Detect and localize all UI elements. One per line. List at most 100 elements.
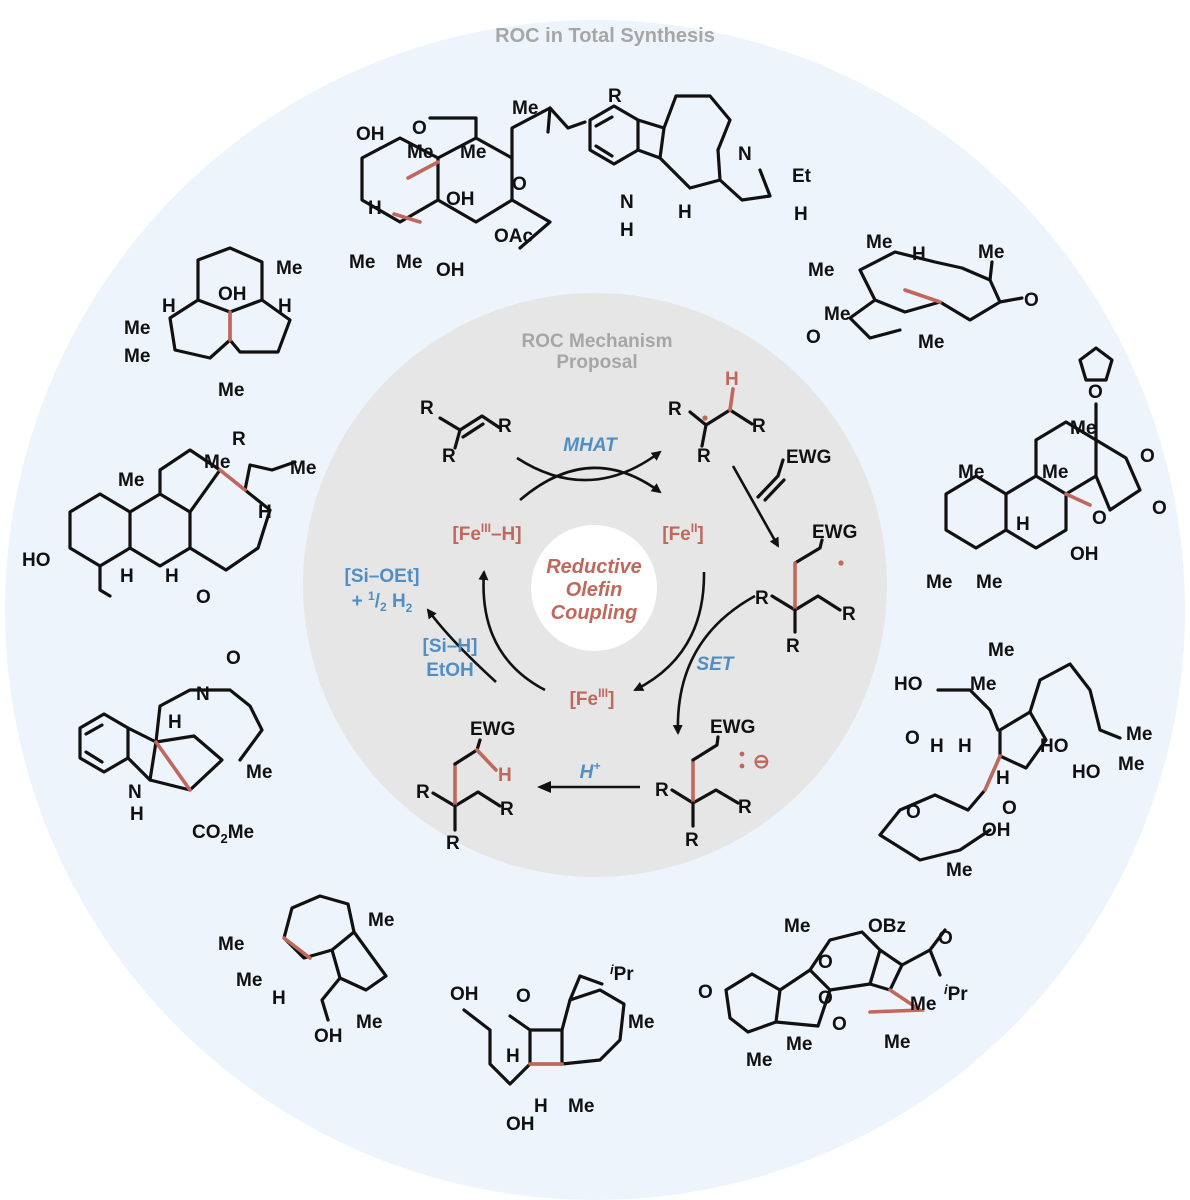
cycle-arrow-set — [672, 594, 756, 735]
natural-product-1: OH O Me Me Me O OH H Me Me OAc OH — [349, 98, 587, 281]
np1-oh-top: OH — [356, 124, 385, 145]
np11-obz: OBz — [868, 916, 906, 937]
np7-me: Me — [246, 762, 272, 783]
np10-h-1: H — [506, 1046, 520, 1067]
radical-intermediate: H R R R — [668, 369, 766, 467]
np6-me-2: Me — [958, 462, 984, 483]
natural-product-10: OH O iPr Me H H Me OH — [450, 962, 654, 1135]
anion-r1: R — [655, 780, 669, 801]
np8-me-bottom: Me — [946, 860, 972, 881]
np8-ho-2: HO — [1040, 736, 1069, 757]
np7-h: H — [168, 712, 182, 733]
np9-h: H — [272, 988, 286, 1009]
np1-oh-mid: OH — [446, 189, 475, 210]
natural-product-6: Me O O Me Me H O O OH Me Me — [926, 346, 1167, 593]
acceptor-olefin: EWG — [756, 447, 831, 502]
center-line2: Olefin — [566, 579, 623, 601]
fe3-label: [FeIII] — [570, 686, 615, 710]
np1-oac: OAc — [494, 226, 534, 247]
np2-h-1: H — [678, 202, 692, 223]
anion-r2: R — [738, 797, 752, 818]
fe2-label: [FeII] — [662, 521, 704, 545]
adduct-ewg: EWG — [812, 522, 857, 543]
np4-h-right: H — [278, 296, 292, 317]
h2-label: + 1/2 H2 — [352, 589, 413, 615]
np6-me-3: Me — [1042, 462, 1068, 483]
radical-r3: R — [697, 446, 711, 467]
np5-me-3: Me — [204, 452, 230, 473]
np5-h-right: H — [258, 502, 272, 523]
np10-ipr: iPr — [610, 962, 634, 985]
np6-me-5: Me — [976, 572, 1002, 593]
np11-me-4: Me — [746, 1050, 772, 1071]
np2-et: Et — [792, 166, 812, 187]
np6-me-1: Me — [1070, 418, 1096, 439]
anion-ewg: EWG — [710, 717, 755, 738]
np1-o-ring: O — [512, 174, 527, 195]
np7-n-lactam: N — [196, 684, 210, 705]
np3-me-3: Me — [808, 260, 834, 281]
np10-h-2: H — [534, 1096, 548, 1117]
np1-me-2: Me — [460, 142, 486, 163]
np6-h: H — [1016, 514, 1030, 535]
fe3h-label: [FeIII–H] — [452, 521, 521, 545]
np10-oh-top: OH — [450, 984, 479, 1005]
radical-h: H — [725, 369, 739, 390]
anion-r3: R — [685, 830, 699, 851]
natural-product-5: R Me Me H Me HO H H O — [22, 429, 316, 608]
sih-label: [Si–H] — [423, 636, 478, 657]
hplus-label: H+ — [580, 759, 601, 783]
np11-me-3: Me — [884, 1032, 910, 1053]
radical-r2: R — [752, 416, 766, 437]
np8-h-1: H — [930, 736, 944, 757]
natural-product-3: Me H Me Me O Me Me O — [806, 232, 1039, 353]
anion-symbol: ⊖ — [753, 751, 770, 773]
np5-ho: HO — [22, 550, 51, 571]
np8-h-3: H — [996, 768, 1010, 789]
np1-me-4: Me — [396, 252, 422, 273]
np11-o-ester: O — [818, 988, 833, 1009]
product-ewg: EWG — [470, 719, 515, 740]
np3-me-2: Me — [978, 242, 1004, 263]
np4-me-2: Me — [124, 346, 150, 367]
np2-n-indole: N — [620, 192, 634, 213]
center-line3: Coupling — [551, 602, 638, 624]
olefin-r2: R — [498, 416, 512, 437]
natural-product-9: Me Me Me H OH Me — [218, 894, 394, 1047]
np10-oh-bottom: OH — [506, 1114, 535, 1135]
np6-o-epox: O — [1092, 508, 1107, 529]
radical-r1: R — [668, 399, 682, 420]
np2-r: R — [608, 86, 622, 107]
np5-r: R — [232, 429, 246, 450]
np10-o: O — [516, 986, 531, 1007]
np2-n-amine: N — [738, 144, 752, 165]
np5-o: O — [196, 587, 211, 608]
np3-me-1: Me — [866, 232, 892, 253]
product-r3: R — [446, 833, 460, 854]
np11-me-1: Me — [910, 994, 936, 1015]
etoh-label: EtOH — [426, 660, 474, 681]
np7-co2me: CO2Me — [192, 822, 254, 846]
np9-me-top: Me — [368, 910, 394, 931]
np8-ho-3: HO — [1072, 762, 1101, 783]
natural-product-8: Me HO Me O H H HO Me HO Me H O O OH Me — [878, 640, 1152, 881]
np11-o-ketone: O — [698, 982, 713, 1003]
cycle-arrow-silane — [426, 608, 497, 683]
cycle-arrow-bottom-left — [478, 570, 546, 692]
product-h: H — [498, 765, 512, 786]
natural-product-7: O N H Me N H CO2Me — [78, 648, 272, 846]
np5-me-2: Me — [118, 470, 144, 491]
adduct-r2: R — [842, 604, 856, 625]
olefin-r1: R — [420, 398, 434, 419]
np4-me-bottom: Me — [218, 380, 244, 401]
np8-o-2: O — [1002, 798, 1017, 819]
np3-o-right: O — [1024, 290, 1039, 311]
center-disk — [531, 525, 657, 651]
mechanism: MHAT SET H+ [FeIII–H] [FeII] [FeIII] [Si… — [345, 369, 858, 854]
cycle-arrow-right — [633, 571, 706, 692]
coupling-product: EWG H R R R — [416, 719, 515, 854]
np1-oh-bottom: OH — [436, 260, 465, 281]
np8-o-ketone: O — [905, 728, 920, 749]
